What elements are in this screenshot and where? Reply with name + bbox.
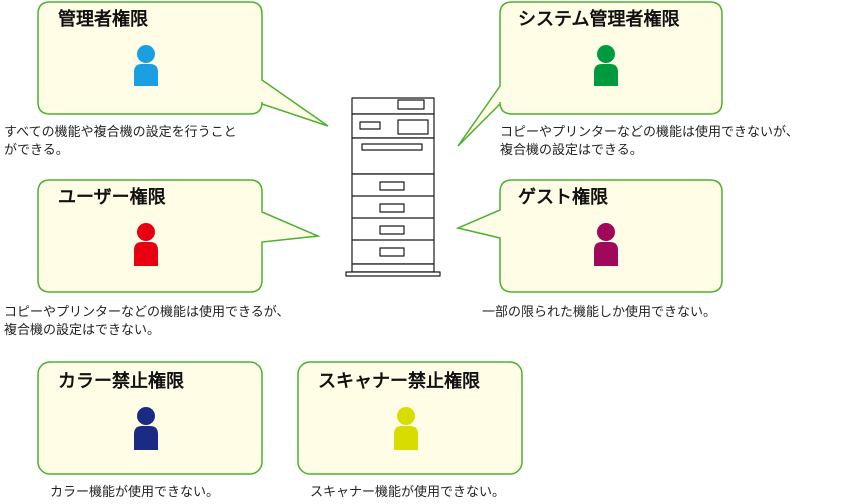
role-desc-system-admin: コピーやプリンターなどの機能は使用できないが、 複合機の設定はできる。 [500, 124, 799, 160]
desc-line: 複合機の設定はできる。 [500, 143, 643, 158]
role-title-admin: 管理者権限 [58, 9, 148, 30]
role-title-scanner-prohibited: スキャナー禁止権限 [318, 371, 480, 392]
person-icon [134, 407, 158, 450]
role-title-system-admin: システム管理者権限 [518, 9, 680, 30]
desc-line: コピーやプリンターなどの機能は使用できないが、 [500, 125, 799, 140]
role-desc-scanner-prohibited: スキャナー機能が使用できない。 [310, 484, 505, 502]
desc-line: すべての機能や複合機の設定を行うこと [4, 125, 237, 140]
role-desc-admin: すべての機能や複合機の設定を行うこと ができる。 [4, 124, 237, 160]
bubble-guest [455, 179, 723, 293]
desc-line: スキャナー機能が使用できない。 [310, 485, 506, 500]
person-icon [594, 223, 618, 266]
desc-line: カラー機能が使用できない。 [50, 485, 220, 500]
desc-line: 一部の限られた機能しか使用できない。 [482, 305, 717, 320]
person-icon [134, 223, 158, 266]
bubble-system-admin [457, 1, 723, 147]
role-desc-color-prohibited: カラー機能が使用できない。 [50, 484, 219, 502]
bubble-admin [37, 1, 329, 127]
desc-line: 複合機の設定はできない。 [4, 323, 161, 338]
desc-line: ができる。 [4, 143, 69, 158]
role-title-user: ユーザー権限 [58, 187, 166, 208]
role-title-guest: ゲスト権限 [518, 187, 608, 208]
bubble-user [37, 179, 321, 293]
person-icon [594, 45, 618, 86]
multifunction-printer-icon [345, 97, 441, 277]
role-title-color-prohibited: カラー禁止権限 [58, 371, 184, 392]
person-icon [394, 407, 418, 450]
person-icon [134, 45, 158, 86]
role-desc-user: コピーやプリンターなどの機能は使用できるが、 複合機の設定はできない。 [4, 304, 289, 340]
role-desc-guest: 一部の限られた機能しか使用できない。 [482, 304, 716, 322]
desc-line: コピーやプリンターなどの機能は使用できるが、 [4, 305, 290, 320]
